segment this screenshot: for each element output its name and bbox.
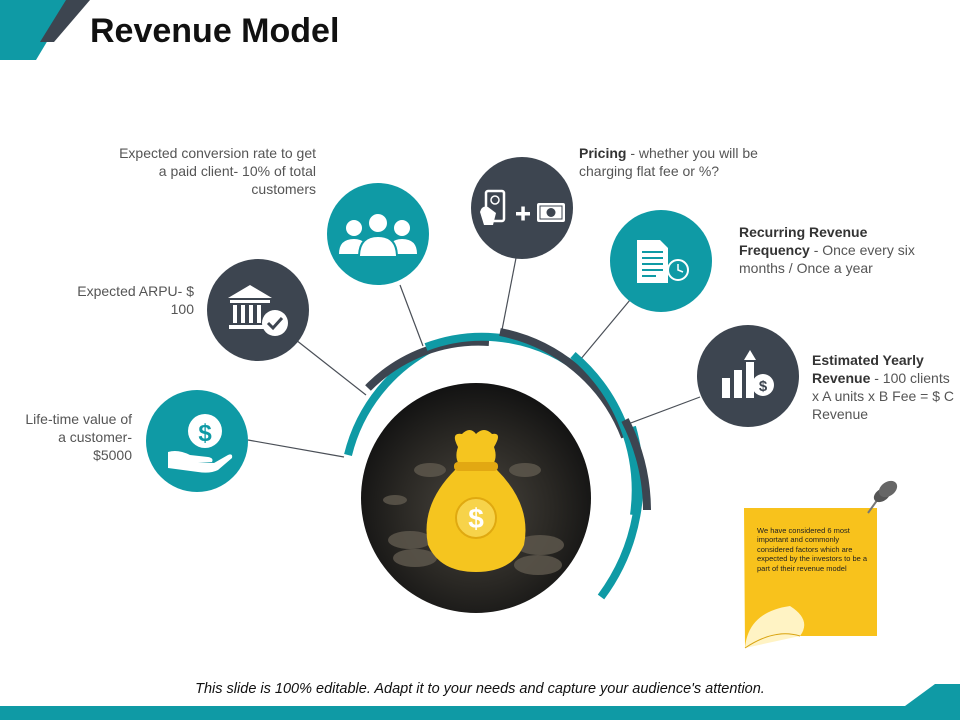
money-bag-icon: $: [361, 383, 591, 613]
svg-text:$: $: [468, 503, 484, 534]
label-pricing: Pricing - whether you will be charging f…: [579, 144, 779, 180]
label-yearly-revenue: Estimated Yearly Revenue - 100 clients x…: [812, 351, 956, 423]
document-clock-icon: [610, 210, 712, 312]
label-yearly-rest: - 100 clients x A units x B Fee = $ C Re…: [812, 370, 955, 422]
svg-text:$: $: [759, 378, 768, 395]
corner-accent-teal: [0, 0, 72, 60]
label-pricing-bold: Pricing: [579, 145, 627, 161]
arc-dark-lower: [621, 418, 651, 511]
people-group-icon: [327, 183, 429, 285]
corner-accent-dark: [40, 0, 90, 42]
arc-dark-upper: [365, 337, 490, 391]
arc-teal-lower: [597, 425, 644, 600]
label-recurring-bold: Recurring Revenue Frequency: [739, 224, 868, 258]
label-conversion-rate: Expected conversion rate to get a paid c…: [119, 145, 316, 197]
pushpin-icon: [867, 480, 898, 514]
growth-chart-dollar-icon: $: [697, 325, 799, 427]
footer-corner-accent: [905, 684, 960, 706]
connector-lines: [247, 257, 701, 458]
phone-plus-money-icon: [471, 157, 573, 259]
label-yearly-bold: Estimated Yearly Revenue: [812, 352, 924, 386]
label-expected-arpu: Expected ARPU- $ 100: [77, 283, 194, 317]
label-recurring-rest: - Once every six months / Once a year: [739, 242, 915, 276]
footer-bar: [0, 706, 960, 720]
label-lifetime-value: Life-time value of a customer- $5000: [25, 411, 132, 463]
label-pricing-rest: - whether you will be charging flat fee …: [579, 145, 758, 179]
footer-text: This slide is 100% editable. Adapt it to…: [195, 681, 765, 697]
bank-check-icon: [207, 259, 309, 361]
sticky-note-text: We have considered 6 most important and …: [757, 526, 868, 573]
page-title: Revenue Model: [90, 12, 340, 50]
svg-text:$: $: [198, 420, 212, 447]
hand-dollar-icon: $: [146, 390, 248, 492]
label-recurring-revenue: Recurring Revenue Frequency - Once every…: [739, 223, 939, 277]
sticky-note: [744, 508, 877, 649]
